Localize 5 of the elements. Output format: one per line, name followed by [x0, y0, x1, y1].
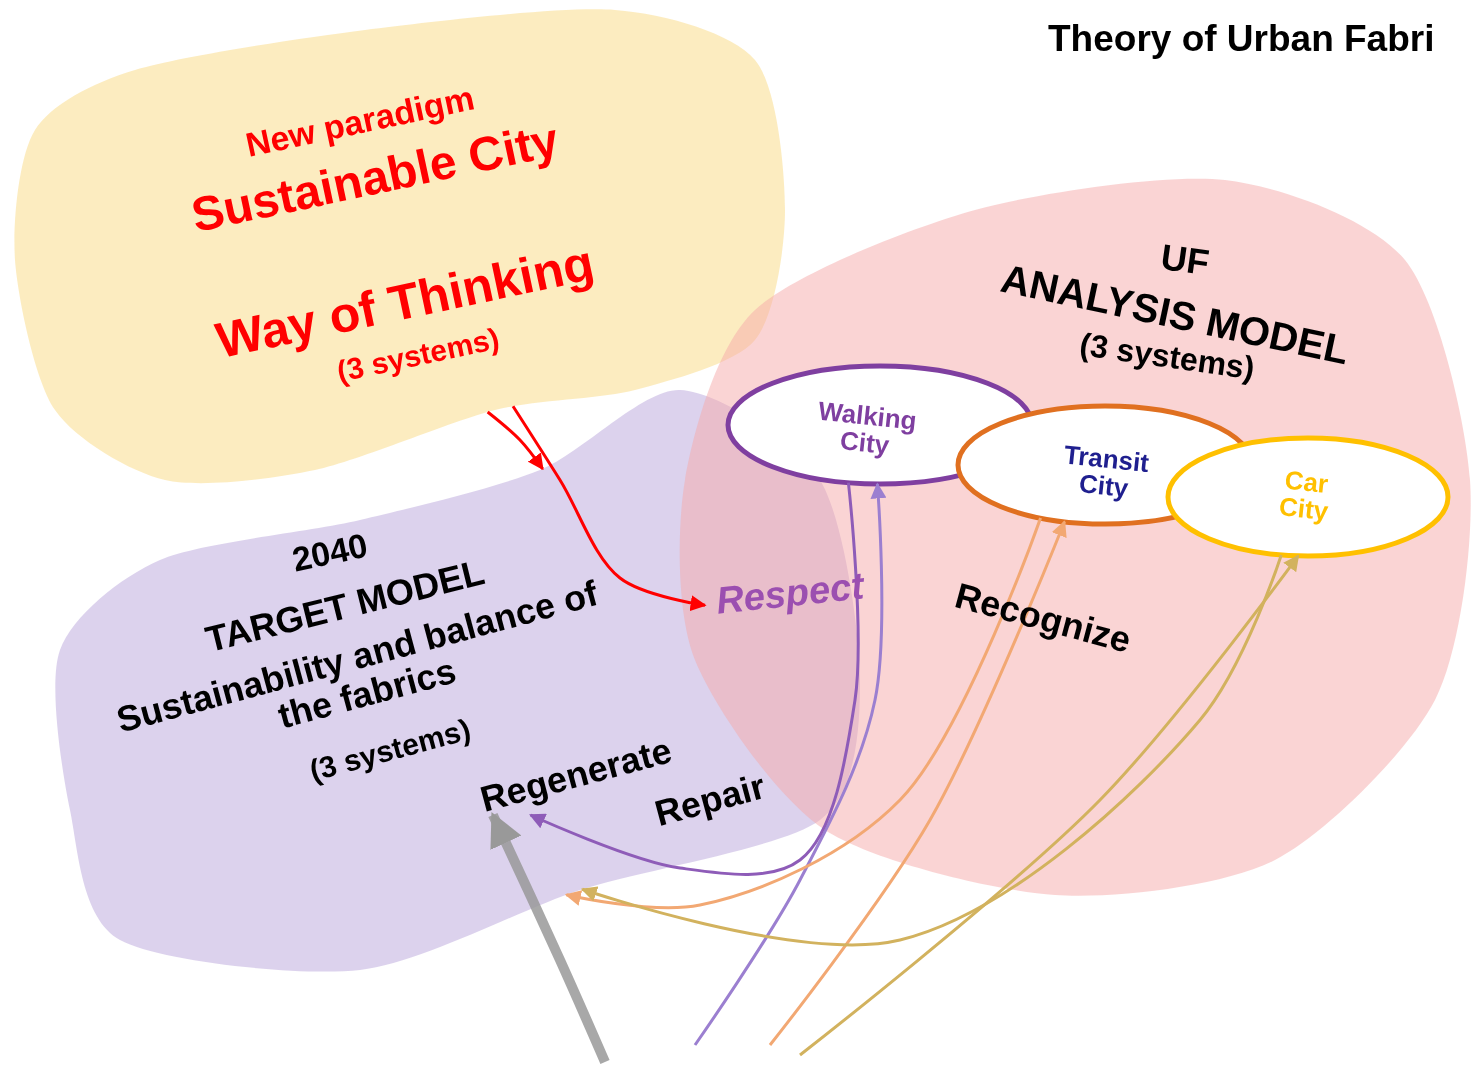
arrow: [799, 554, 1300, 1057]
arrow: [768, 520, 1067, 1046]
title: Theory of Urban Fabri: [1048, 20, 1435, 59]
city-name: Transit City: [1061, 440, 1152, 506]
city-name: Car City: [1276, 464, 1331, 528]
